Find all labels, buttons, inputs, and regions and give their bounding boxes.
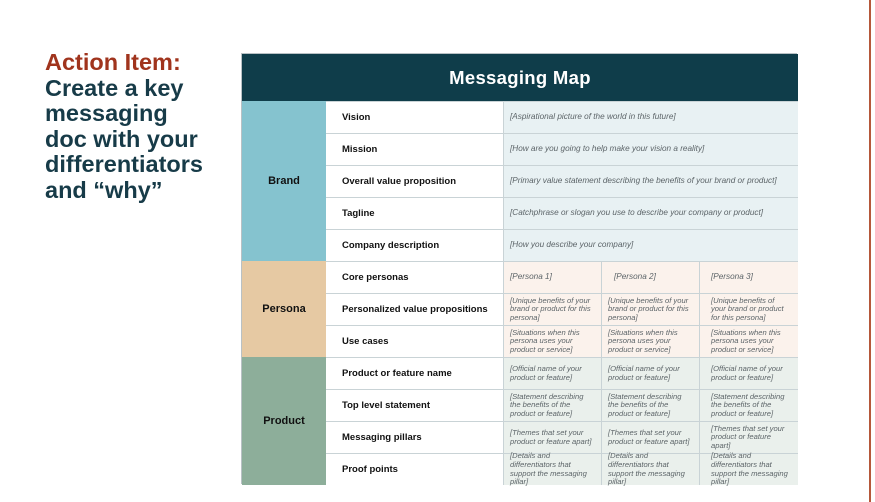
table-row: Top level statement [Statement describin… — [326, 389, 798, 421]
action-item-line: differentiators — [45, 151, 203, 177]
table-row: Personalized value propositions [Unique … — [326, 293, 798, 325]
row-cell: [Official name of your product or featur… — [504, 358, 602, 389]
group-persona: Persona — [242, 261, 327, 357]
row-cell: [Details and differentiators that suppor… — [602, 452, 700, 486]
group-product: Product — [242, 357, 327, 485]
row-cell: [Official name of your product or featur… — [700, 358, 798, 389]
row-label: Tagline — [326, 198, 504, 229]
table-row: Use cases [Situations when this persona … — [326, 325, 798, 357]
table-row: Product or feature name [Official name o… — [326, 357, 798, 389]
action-item-line: and “why” — [45, 176, 163, 203]
row-value: [How you describe your company] — [504, 230, 798, 261]
row-cell: [Themes that set your product or feature… — [700, 422, 798, 453]
action-item-text: Create a key messaging doc with your dif… — [45, 74, 235, 204]
row-value: [How are you going to help make your vis… — [504, 134, 798, 165]
table-row: Overall value proposition [Primary value… — [326, 165, 798, 197]
row-cell: [Statement describing the benefits of th… — [602, 390, 700, 421]
row-cell: [Themes that set your product or feature… — [504, 422, 602, 453]
row-cell: [Persona 3] — [700, 262, 798, 293]
row-value: [Primary value statement describing the … — [504, 166, 798, 197]
row-cell: [Themes that set your product or feature… — [602, 422, 700, 453]
action-item-line: messaging — [45, 100, 168, 126]
row-label: Core personas — [326, 262, 504, 293]
table-row: Mission [How are you going to help make … — [326, 133, 798, 165]
row-cell: [Situations when this persona uses your … — [700, 326, 798, 357]
row-label: Company description — [326, 230, 504, 261]
row-cell: [Official name of your product or featur… — [602, 358, 700, 389]
row-cell: [Unique benefits of your brand or produc… — [602, 294, 700, 325]
row-label: Vision — [326, 102, 504, 133]
row-cell: [Details and differentiators that suppor… — [700, 452, 798, 486]
row-label: Mission — [326, 134, 504, 165]
action-item-line: Create a key — [45, 74, 184, 101]
table-row: Company description [How you describe yo… — [326, 229, 798, 261]
action-item-line: doc with your — [45, 125, 198, 152]
row-label: Personalized value propositions — [326, 294, 504, 325]
row-cell: [Details and differentiators that suppor… — [504, 452, 602, 486]
table-row: Vision [Aspirational picture of the worl… — [326, 101, 798, 133]
row-label: Overall value proposition — [326, 166, 504, 197]
row-label: Top level statement — [326, 390, 504, 421]
table-row: Proof points [Details and differentiator… — [326, 452, 798, 486]
row-value: [Catchphrase or slogan you use to descri… — [504, 198, 798, 229]
row-cell: [Unique benefits of your brand or produc… — [700, 294, 798, 325]
messaging-map-table: Messaging Map Brand Persona Product Visi… — [241, 53, 798, 486]
row-cell: [Situations when this persona uses your … — [602, 326, 700, 357]
action-item-heading: Action Item: Create a key messaging doc … — [45, 49, 235, 204]
table-row: Messaging pillars [Themes that set your … — [326, 421, 798, 453]
table-row: Tagline [Catchphrase or slogan you use t… — [326, 197, 798, 229]
row-label: Product or feature name — [326, 358, 504, 389]
row-cell: [Situations when this persona uses your … — [504, 326, 602, 357]
row-cell: [Persona 2] — [602, 262, 700, 293]
row-cell: [Statement describing the benefits of th… — [700, 390, 798, 421]
row-value: [Aspirational picture of the world in th… — [504, 102, 798, 133]
messaging-map-title: Messaging Map — [242, 54, 798, 101]
row-label: Messaging pillars — [326, 422, 504, 453]
action-item-label: Action Item: — [45, 49, 181, 75]
row-cell: [Persona 1] — [504, 262, 602, 293]
slide-edge-line — [869, 0, 871, 502]
row-label: Use cases — [326, 326, 504, 357]
table-row: Core personas [Persona 1] [Persona 2] [P… — [326, 261, 798, 293]
row-cell: [Unique benefits of your brand or produc… — [504, 294, 602, 325]
group-brand: Brand — [242, 101, 327, 261]
row-cell: [Statement describing the benefits of th… — [504, 390, 602, 421]
row-label: Proof points — [326, 454, 504, 485]
